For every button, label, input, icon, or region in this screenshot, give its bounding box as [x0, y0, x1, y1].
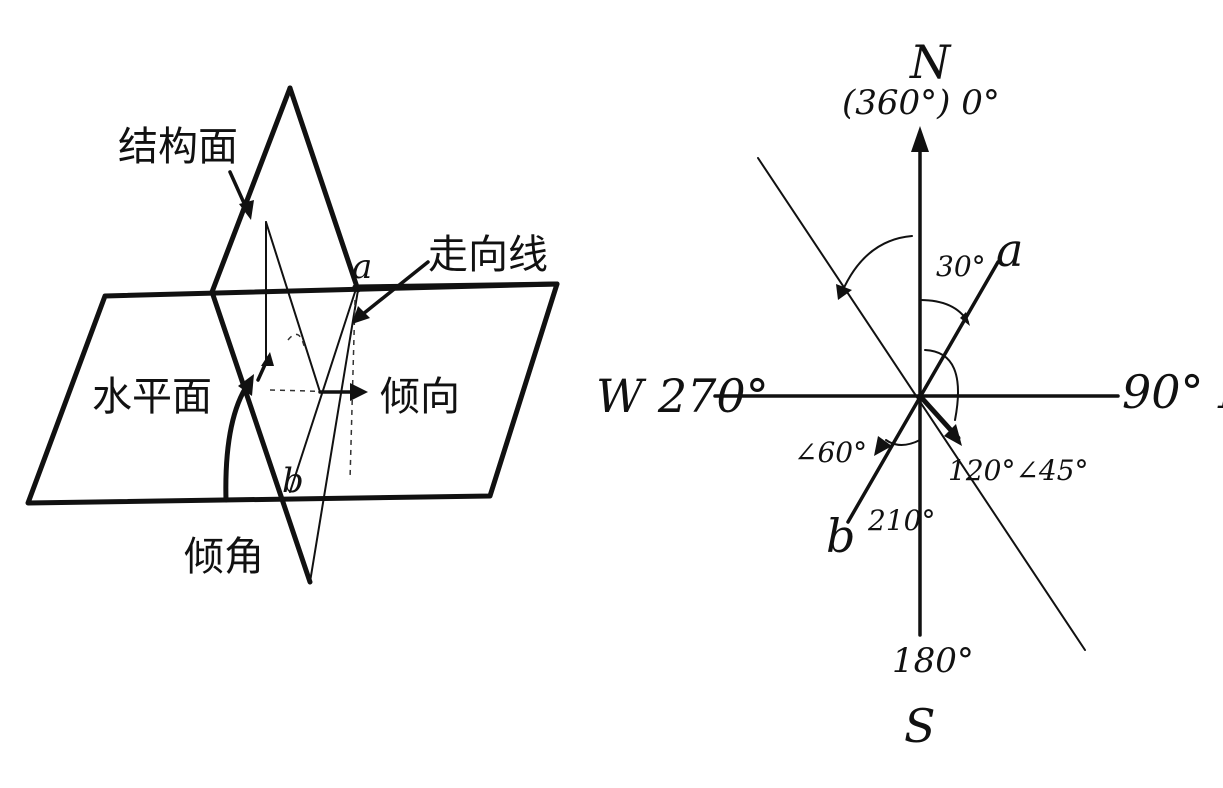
dip-angle-arrowhead: [238, 374, 254, 396]
angle-30-label: 30°: [936, 250, 986, 283]
point-a-compass: a: [996, 223, 1023, 277]
dip-angle-60-label: ∠60°: [794, 436, 867, 469]
dip-direction-120-arrowhead: [944, 424, 962, 446]
arc-nw: [841, 235, 913, 293]
angle-210-label: 210°: [867, 504, 935, 537]
arc-nw-arrowhead: [836, 284, 852, 300]
strike-line-pointer: [356, 260, 430, 320]
dip-direction-arrowhead: [350, 383, 368, 401]
strike-line: [352, 281, 560, 290]
north-arrowhead: [911, 126, 929, 152]
arc-30: [919, 299, 969, 323]
structural-plane-pointer-head: [239, 200, 254, 220]
structural-plane-edge-top-right: [287, 85, 361, 293]
south-degrees: 180°: [892, 641, 974, 681]
point-b-label: b: [282, 461, 304, 501]
structural-plane-edge-top-left: [209, 85, 293, 295]
dip-notation-label: 120°∠45°: [948, 454, 1089, 487]
east-label: 90° E: [1122, 365, 1223, 419]
inclined-line: [265, 221, 321, 393]
north-degrees: (360°) 0°: [842, 83, 1000, 123]
dip-direction-label: 倾向: [380, 374, 460, 420]
arc-120: [924, 349, 959, 421]
horizontal-plane-label: 水平面: [92, 374, 212, 420]
north-letter: N: [909, 35, 952, 89]
angle-arc-small: [287, 333, 306, 351]
block-diagram: 结构面 走向线 水平面 倾向 倾角 a b: [25, 85, 560, 585]
structural-plane-edge-bottom-right: [309, 289, 359, 583]
arc-30-arrowhead: [960, 312, 970, 326]
dip-angle-label: 倾角: [184, 534, 264, 580]
structural-plane-label: 结构面: [118, 124, 238, 170]
strike-line-label: 走向线: [428, 232, 548, 278]
point-a-label: a: [352, 247, 372, 287]
point-b-compass: b: [826, 509, 855, 563]
structural-plane-edge-bottom-left: [209, 289, 313, 585]
arc-210: [885, 439, 921, 446]
strike-line-compass: [757, 157, 1086, 651]
dip-direction-210-arrowhead: [874, 436, 892, 456]
dip-angle-arc: [223, 381, 251, 503]
strike-line-pointer-head: [352, 306, 370, 324]
compass-diagram: N (360°) 0° 180° S 90° E W 270° 30° a b …: [596, 35, 1223, 753]
line-a-b: [846, 260, 1000, 524]
small-up-arrowhead: [261, 352, 274, 366]
west-label: W 270°: [596, 369, 769, 423]
south-letter: S: [904, 699, 936, 753]
